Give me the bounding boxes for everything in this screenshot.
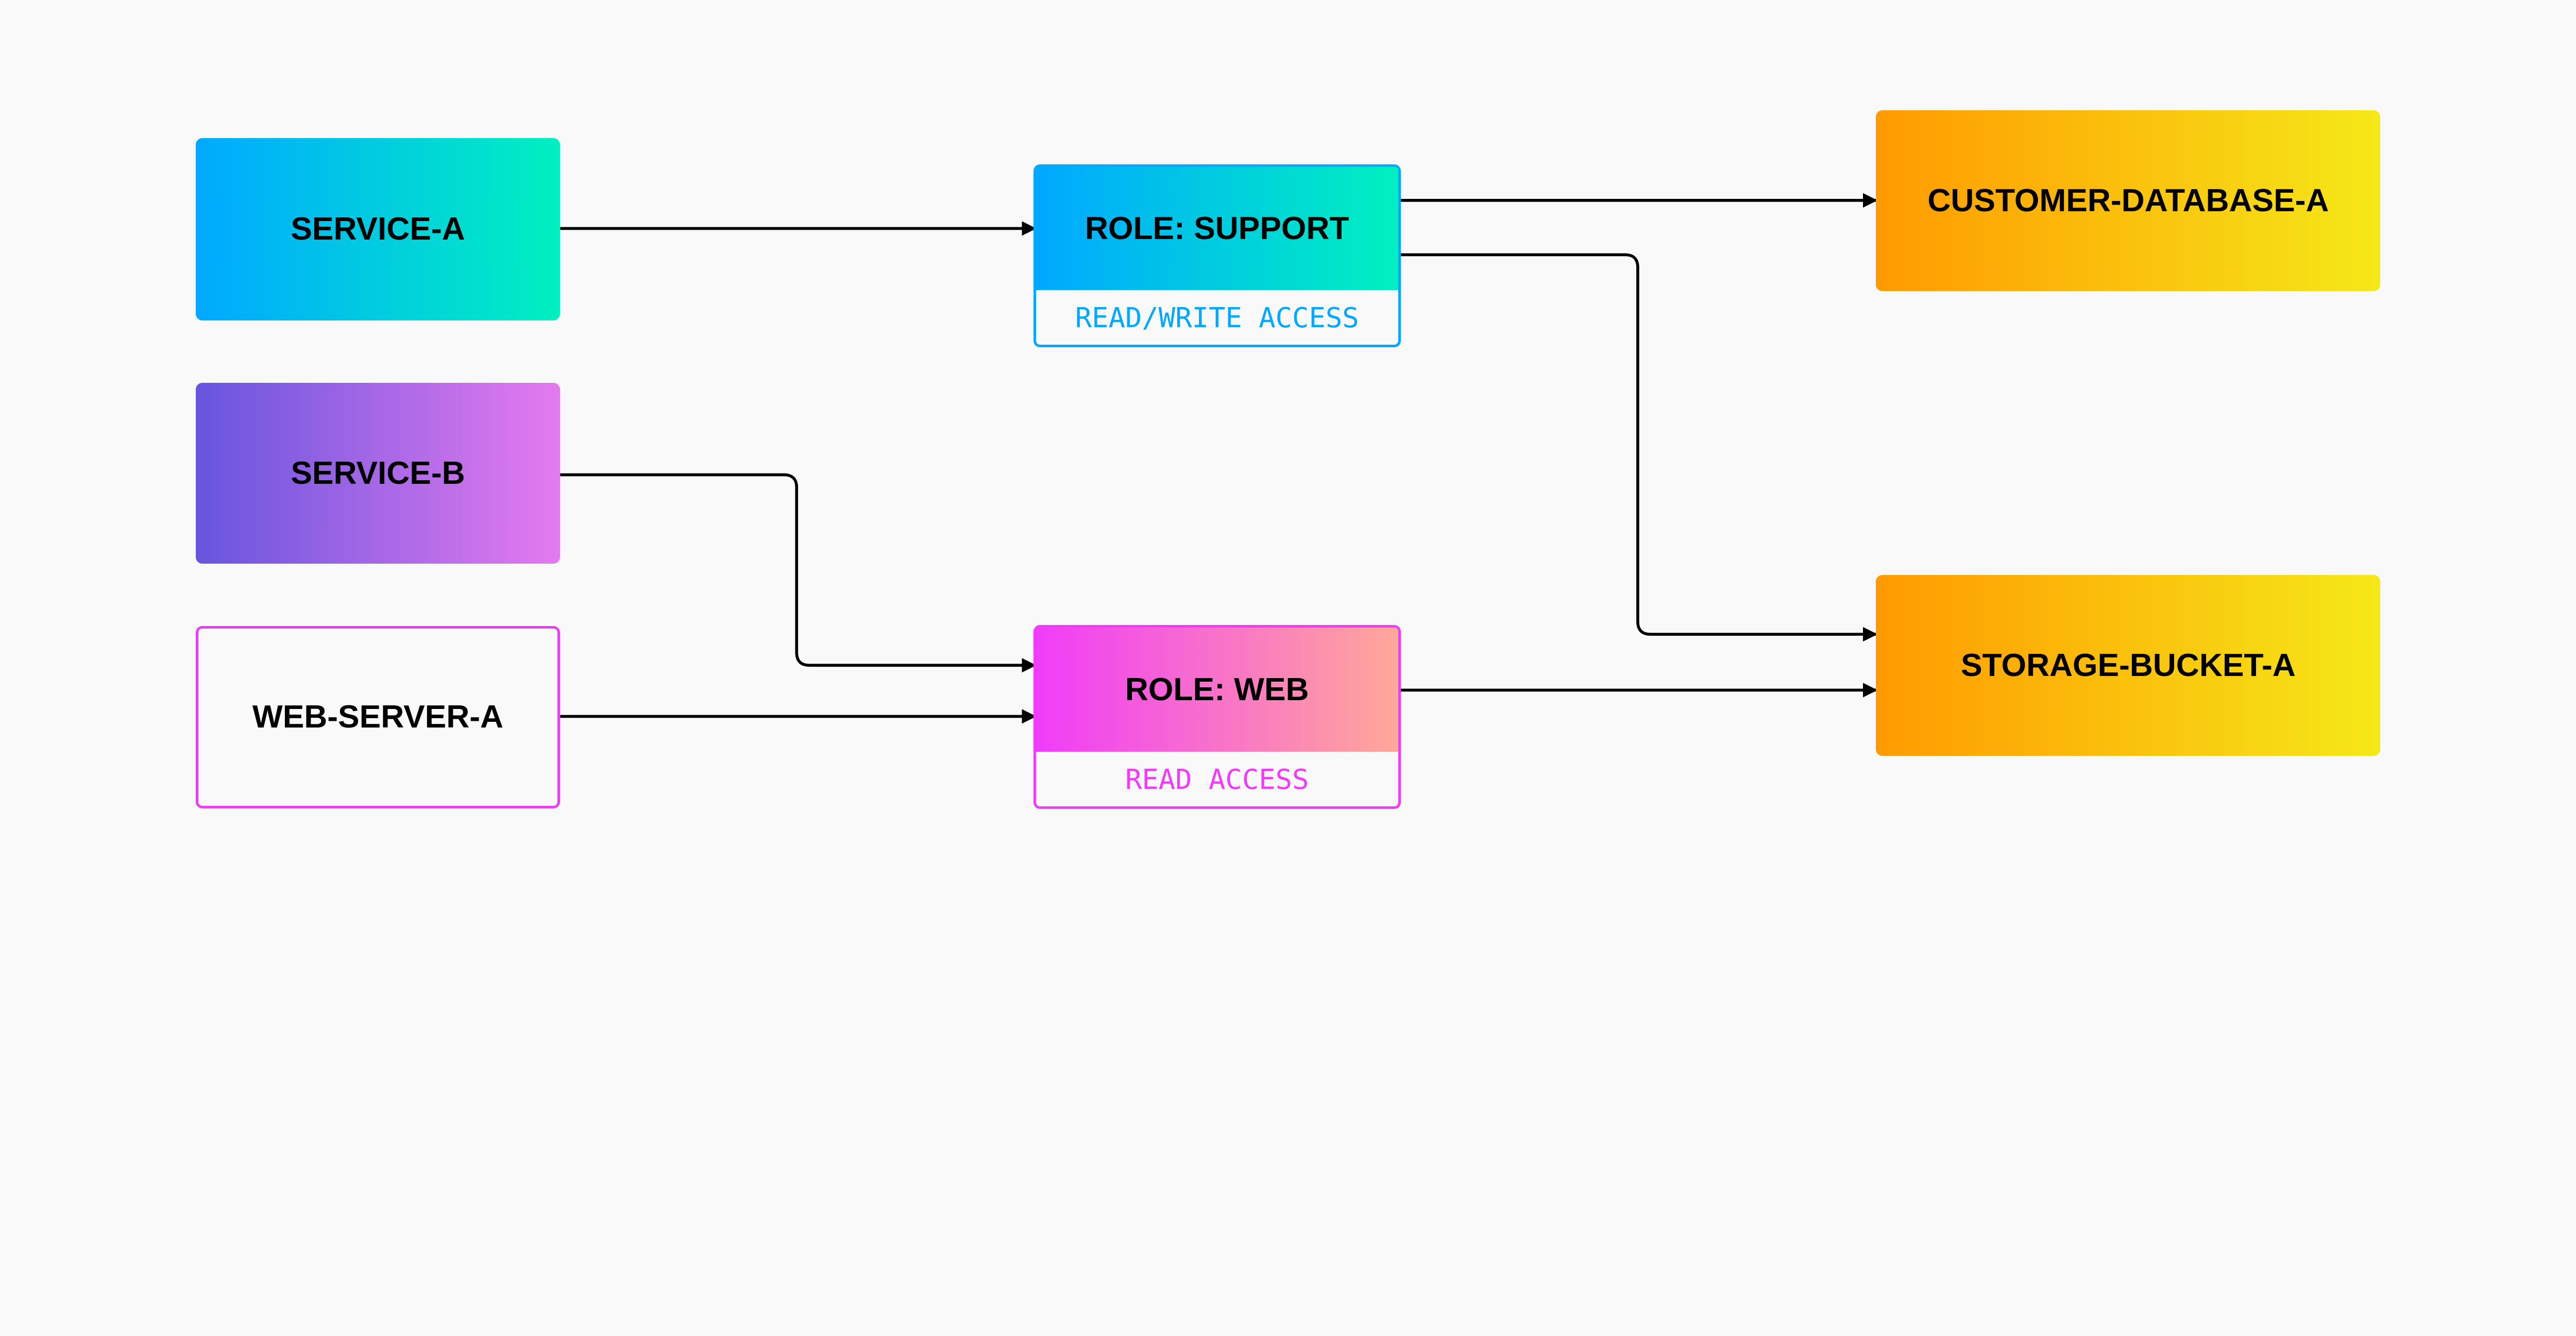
role-web-header: ROLE: WEB — [1036, 628, 1398, 752]
role-web-access-label: READ ACCESS — [1125, 763, 1309, 796]
role-support-header: ROLE: SUPPORT — [1036, 166, 1398, 291]
role-web-access: READ ACCESS — [1036, 752, 1398, 806]
role-support-node[interactable]: ROLE: SUPPORT READ/WRITE ACCESS — [1033, 164, 1401, 348]
service-b-label: SERVICE-B — [291, 455, 465, 491]
service-a-label: SERVICE-A — [291, 211, 465, 247]
customer-database-a-label: CUSTOMER-DATABASE-A — [1927, 182, 2329, 218]
edge-role-support-to-storage-bucket-a — [1400, 253, 1878, 642]
service-b-node[interactable]: SERVICE-B — [195, 383, 561, 564]
service-a-node[interactable]: SERVICE-A — [195, 138, 561, 320]
role-support-access-label: READ/WRITE ACCESS — [1075, 301, 1359, 334]
edge-service-b-to-role-web — [560, 473, 1037, 673]
web-server-a-label: WEB-SERVER-A — [252, 699, 504, 735]
role-support-label: ROLE: SUPPORT — [1084, 210, 1349, 246]
role-support-access: READ/WRITE ACCESS — [1036, 290, 1398, 345]
storage-bucket-a-label: STORAGE-BUCKET-A — [1960, 648, 2296, 684]
role-web-node[interactable]: ROLE: WEB READ ACCESS — [1033, 625, 1401, 809]
edges-layer — [560, 193, 1878, 724]
role-web-label: ROLE: WEB — [1125, 672, 1309, 708]
storage-bucket-a-node[interactable]: STORAGE-BUCKET-A — [1876, 575, 2381, 756]
web-server-a-node[interactable]: WEB-SERVER-A — [195, 625, 561, 808]
customer-database-a-node[interactable]: CUSTOMER-DATABASE-A — [1876, 110, 2381, 291]
